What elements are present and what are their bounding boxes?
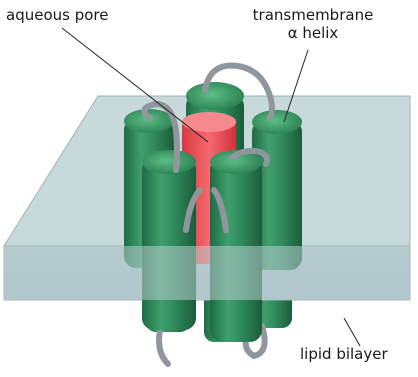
bilayer-leader-line	[344, 318, 360, 346]
helix-back-top	[186, 82, 244, 110]
transmembrane-label-line2: α helix	[238, 24, 388, 42]
aqueous-pore-label: aqueous pore	[6, 6, 108, 24]
transmembrane-helix-label: transmembrane α helix	[238, 6, 388, 42]
bilayer-front-overlay	[4, 246, 410, 300]
lipid-bilayer-label: lipid bilayer	[300, 345, 388, 363]
transmembrane-label-line1: transmembrane	[238, 6, 388, 24]
